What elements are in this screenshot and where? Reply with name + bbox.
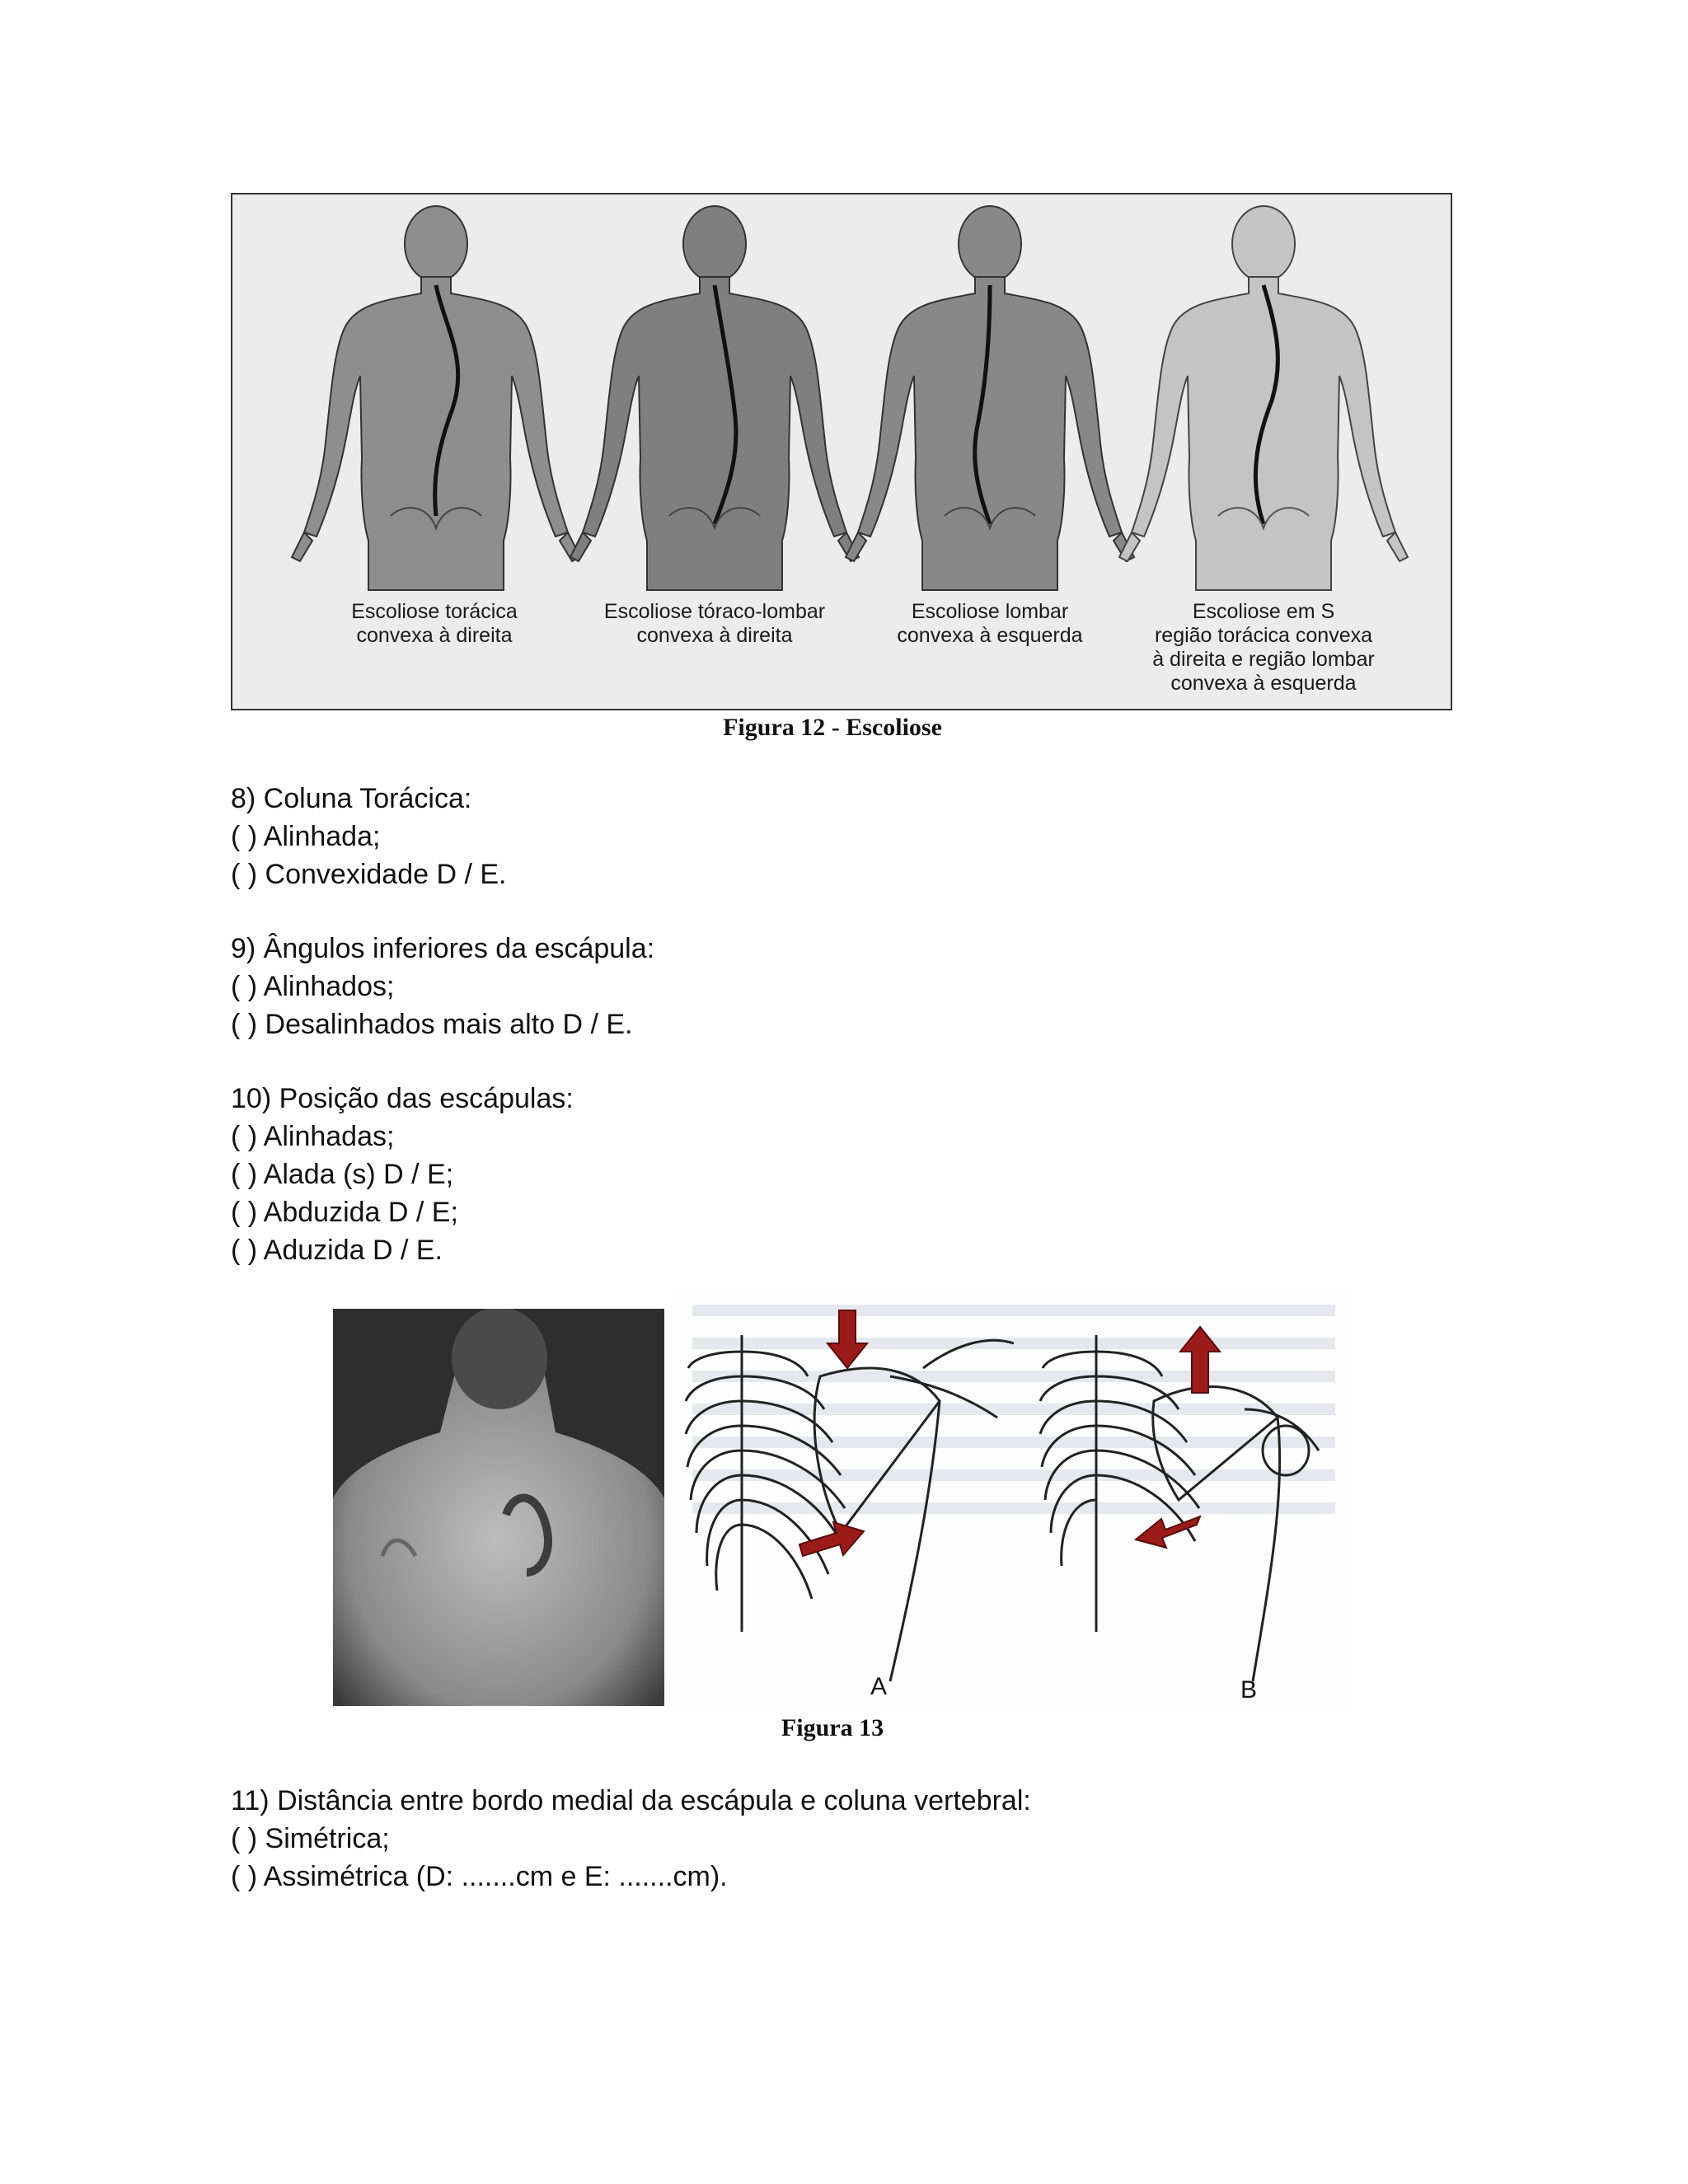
arrow-a-down-icon	[825, 1310, 870, 1370]
question-8-option-2: ( ) Convexidade D / E.	[231, 859, 507, 890]
diagram-a	[684, 1335, 1015, 1682]
question-8: 8) Coluna Torácica: ( ) Alinhada; ( ) Co…	[231, 780, 506, 893]
scoliosis-bodies-image	[291, 205, 1409, 591]
question-8-option-1: ( ) Alinhada;	[231, 821, 381, 852]
question-9-title: 9) Ângulos inferiores da escápula:	[231, 933, 655, 964]
question-11-option-1: ( ) Simétrica;	[231, 1823, 390, 1854]
diagram-a-label: A	[870, 1673, 887, 1700]
direction-arrows	[798, 1310, 1222, 1558]
arrow-b-up-icon	[1178, 1325, 1222, 1394]
question-9-option-2: ( ) Desalinhados mais alto D / E.	[231, 1009, 633, 1040]
figure-body-1	[291, 205, 581, 591]
question-11-title: 11) Distância entre bordo medial da escá…	[231, 1785, 1031, 1816]
question-10-option-3: ( ) Abduzida D / E;	[231, 1197, 458, 1228]
question-10-option-1: ( ) Alinhadas;	[231, 1121, 395, 1152]
question-10-title: 10) Posição das escápulas:	[231, 1083, 574, 1114]
question-10-option-2: ( ) Alada (s) D / E;	[231, 1159, 454, 1190]
question-9-option-1: ( ) Alinhados;	[231, 971, 395, 1002]
figure-13-caption: Figura 13	[781, 1714, 884, 1741]
figure-body-2	[570, 205, 860, 591]
question-10: 10) Posição das escápulas: ( ) Alinhadas…	[231, 1080, 574, 1269]
diagram-b-label: B	[1240, 1676, 1257, 1704]
figure-12-label-1: Escoliose torácica convexa à direita	[351, 600, 518, 647]
arrow-b-left-icon	[1133, 1515, 1202, 1549]
question-10-option-4: ( ) Aduzida D / E.	[231, 1235, 443, 1266]
question-11: 11) Distância entre bordo medial da escá…	[231, 1782, 1031, 1896]
figure-12-labels: Escoliose torácica convexa à direita Esc…	[232, 600, 1451, 707]
figure-body-3	[845, 205, 1135, 591]
diagram-b	[1039, 1335, 1320, 1682]
question-8-title: 8) Coluna Torácica:	[231, 783, 472, 814]
figure-12-caption: Figura 12 - Escoliose	[723, 714, 942, 741]
arrow-a-right-icon	[798, 1521, 865, 1558]
question-11-option-2: ( ) Assimétrica (D: .......cm e E: .....…	[231, 1861, 728, 1892]
question-9: 9) Ângulos inferiores da escápula: ( ) A…	[231, 930, 654, 1043]
figure-12-scoliosis-illustration: Escoliose torácica convexa à direita Esc…	[231, 193, 1452, 710]
figure-13-photo-winged-scapula	[333, 1309, 664, 1706]
figure-body-4	[1118, 205, 1409, 591]
figure-12-label-3: Escoliose lombar convexa à esquerda	[897, 600, 1083, 647]
figure-12-label-2: Escoliose tóraco-lombar convexa à direit…	[603, 600, 826, 647]
figure-12-label-4: Escoliose em S região torácica convexa à…	[1152, 600, 1375, 695]
figure-13-scapula-diagram: A B	[676, 1286, 1352, 1714]
